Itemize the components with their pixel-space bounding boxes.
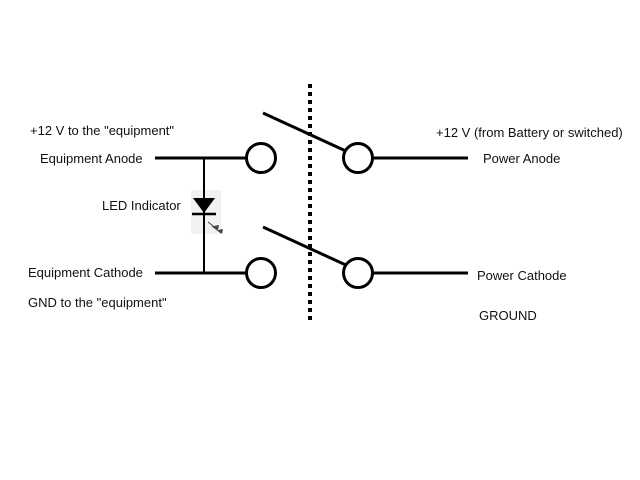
power-cathode-label: Power Cathode [477, 268, 567, 283]
right-top-note: +12 V (from Battery or switched) [436, 125, 623, 140]
led-indicator-icon [191, 190, 223, 234]
ground-label: GROUND [479, 308, 537, 323]
power-anode-terminal [342, 142, 374, 174]
left-bottom-note: GND to the "equipment" [28, 295, 167, 310]
power-anode-label: Power Anode [483, 151, 560, 166]
cathode-switch-blade [262, 225, 349, 268]
equipment-anode-label: Equipment Anode [40, 151, 143, 166]
anode-switch-blade [262, 111, 349, 154]
equipment-cathode-terminal [245, 257, 277, 289]
led-indicator-label: LED Indicator [102, 198, 181, 213]
equipment-cathode-label: Equipment Cathode [28, 265, 143, 280]
equipment-anode-terminal [245, 142, 277, 174]
power-cathode-terminal [342, 257, 374, 289]
left-top-note: +12 V to the "equipment" [30, 123, 174, 138]
